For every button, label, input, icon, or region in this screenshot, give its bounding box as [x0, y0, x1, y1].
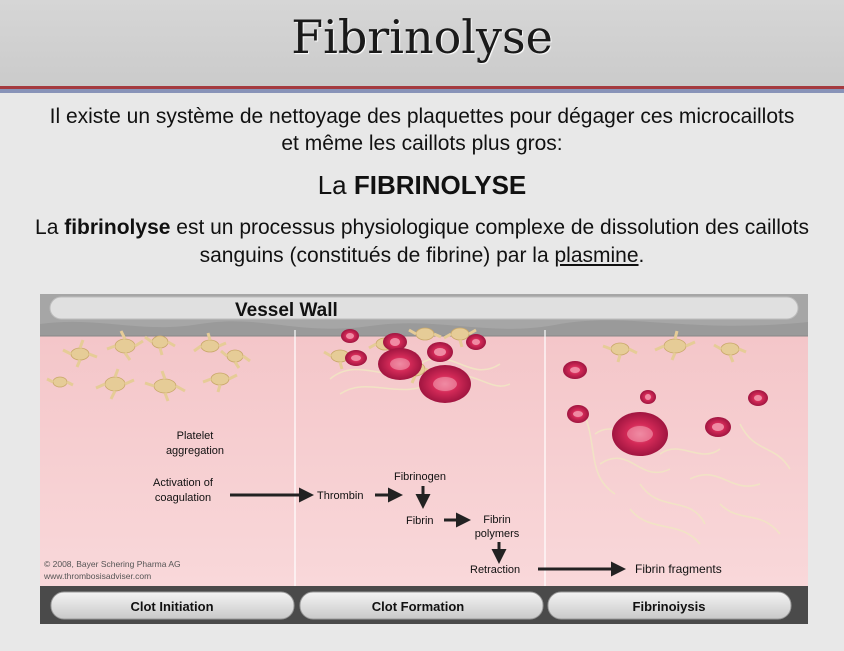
fibrin-fragments-label: Fibrin fragments [635, 562, 722, 576]
subtitle-prefix: La [318, 170, 354, 200]
description: La fibrinolyse est un processus physiolo… [15, 214, 829, 270]
fibrin-polymers-label-1: Fibrin [483, 514, 511, 526]
intro-text: Il existe un système de nettoyage des pl… [40, 103, 804, 157]
thrombin-label: Thrombin [317, 490, 363, 502]
fibrinogen-label: Fibrinogen [394, 471, 446, 483]
copyright-line-2: www.thrombosisadviser.com [43, 571, 151, 581]
activation-label-1: Activation of [153, 477, 214, 489]
tab-fibrinolysis-label: Fibrinoiysis [633, 599, 706, 614]
tab-clot-formation-label: Clot Formation [372, 599, 464, 614]
plasmine-link[interactable]: plasmine [554, 244, 638, 267]
activation-label-2: coagulation [155, 492, 211, 504]
subtitle: La FIBRINOLYSE [0, 170, 844, 201]
fibrin-label: Fibrin [406, 515, 434, 527]
desc-middle: est un processus physiologique complexe … [170, 216, 809, 267]
fibrinolysis-figure: Vessel Wall [40, 294, 808, 624]
platelet-label-1: Platelet [177, 430, 214, 442]
tab-clot-initiation-label: Clot Initiation [130, 599, 213, 614]
rbc-large-3 [612, 412, 668, 456]
desc-bold: fibrinolyse [64, 216, 170, 239]
tab-clot-initiation[interactable]: Clot Initiation [51, 592, 294, 619]
slide-title: Fibrinolyse [0, 10, 844, 64]
retraction-label: Retraction [470, 564, 520, 576]
copyright-line-1: © 2008, Bayer Schering Pharma AG [44, 559, 181, 569]
tab-clot-formation[interactable]: Clot Formation [300, 592, 543, 619]
tab-fibrinolysis[interactable]: Fibrinoiysis [548, 592, 791, 619]
rbc-large-1 [378, 348, 422, 380]
rbc-large-2 [419, 365, 471, 403]
desc-prefix: La [35, 216, 64, 239]
vessel-wall-label: Vessel Wall [235, 300, 338, 321]
fibrin-polymers-label-2: polymers [475, 528, 520, 540]
desc-suffix: . [639, 244, 645, 267]
subtitle-bold: FIBRINOLYSE [354, 170, 526, 200]
platelet-label-2: aggregation [166, 445, 224, 457]
header-rule-blue [0, 89, 844, 93]
